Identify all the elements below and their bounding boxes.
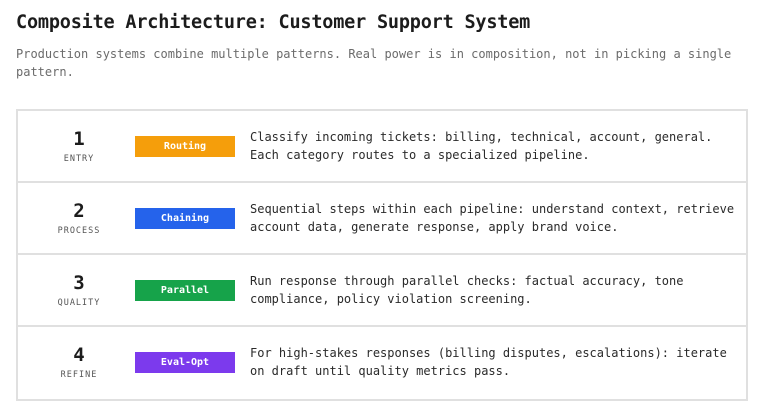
- stage-description: Sequential steps within each pipeline: u…: [250, 202, 735, 234]
- stage-row-process: 2 PROCESS Chaining Sequential steps with…: [18, 181, 746, 253]
- pattern-badge-parallel: Parallel: [135, 280, 235, 301]
- stage-row-entry: 1 ENTRY Routing Classify incoming ticket…: [18, 111, 746, 181]
- stage-number: 3: [73, 272, 85, 294]
- stage-list: 1 ENTRY Routing Classify incoming ticket…: [16, 109, 748, 401]
- stage-label: ENTRY: [63, 154, 95, 164]
- page-subtitle: Production systems combine multiple patt…: [16, 47, 732, 79]
- pattern-badge-routing: Routing: [135, 136, 235, 157]
- stage-number: 1: [73, 128, 85, 150]
- stage-label: REFINE: [60, 370, 98, 380]
- stage-description: Run response through parallel checks: fa…: [250, 274, 684, 306]
- stage-row-quality: 3 QUALITY Parallel Run response through …: [18, 253, 746, 325]
- pattern-badge-chaining: Chaining: [135, 208, 235, 229]
- stage-label: QUALITY: [57, 298, 101, 308]
- stage-row-refine: 4 REFINE Eval-Opt For high-stakes respon…: [18, 325, 746, 397]
- stage-number: 4: [73, 344, 85, 366]
- stage-number: 2: [73, 200, 85, 222]
- pattern-badge-eval-opt: Eval-Opt: [135, 352, 235, 373]
- stage-label: PROCESS: [57, 226, 101, 236]
- stage-description: Classify incoming tickets: billing, tech…: [250, 130, 713, 162]
- stage-description: For high-stakes responses (billing dispu…: [250, 346, 727, 378]
- page-title: Composite Architecture: Customer Support…: [16, 12, 531, 33]
